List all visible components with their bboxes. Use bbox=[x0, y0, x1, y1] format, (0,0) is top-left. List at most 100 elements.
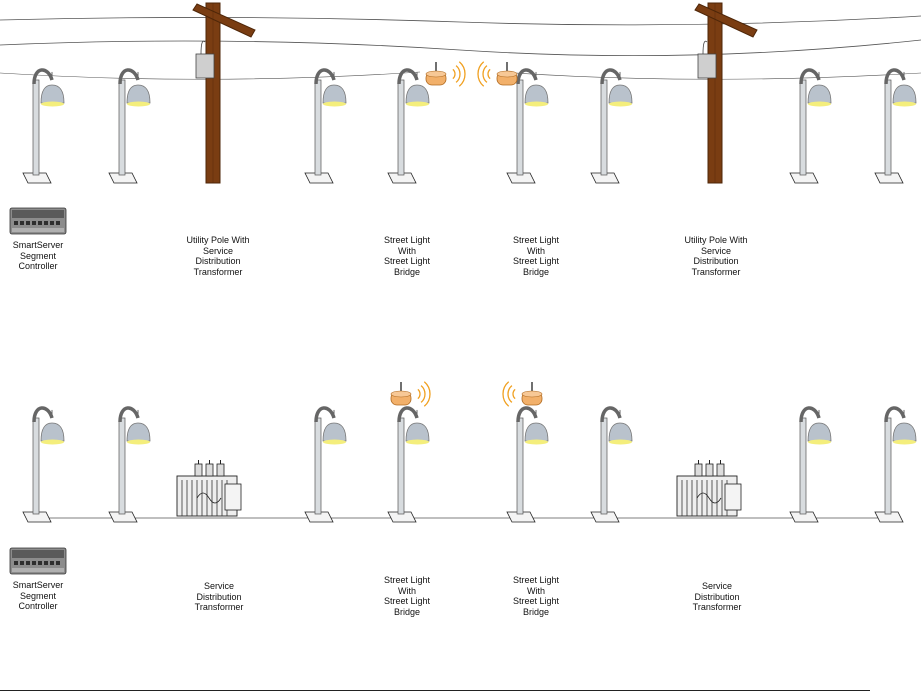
controller-port bbox=[50, 221, 54, 225]
rf-wave bbox=[512, 388, 516, 400]
lamp-arm bbox=[397, 68, 419, 85]
pole-transformer bbox=[195, 53, 215, 79]
lamp-head bbox=[405, 422, 430, 442]
label-line: Bridge bbox=[522, 606, 549, 617]
ground-transformer-1 bbox=[176, 460, 242, 517]
street-light-bottom-5 bbox=[506, 406, 549, 523]
transformer-wire bbox=[696, 492, 722, 504]
street-light-top-2 bbox=[108, 68, 151, 184]
lamp-post bbox=[884, 417, 892, 515]
label-line: Street Light bbox=[383, 575, 431, 585]
rf-wave bbox=[482, 65, 488, 83]
street-light-top-7 bbox=[789, 68, 832, 184]
label-line: Transformer bbox=[194, 602, 244, 612]
bottom-transformer-label-1: Service Distribution Transformer bbox=[164, 581, 274, 613]
lamp-head bbox=[608, 84, 633, 104]
lamp-post bbox=[32, 79, 40, 176]
label-line: Distribution bbox=[195, 256, 241, 266]
lamp-head bbox=[892, 84, 917, 104]
service-line bbox=[499, 71, 921, 80]
lamp-glow bbox=[808, 101, 831, 107]
label-line: SmartServer bbox=[12, 240, 64, 250]
label-line: Bridge bbox=[393, 606, 420, 617]
rf-wave bbox=[452, 68, 456, 80]
label-line: Service bbox=[700, 245, 731, 256]
lamp-head bbox=[126, 422, 151, 442]
street-light-top-1 bbox=[22, 68, 65, 184]
lamp-glow bbox=[127, 439, 150, 445]
controller-port bbox=[20, 221, 24, 225]
bridge-bottom-1 bbox=[390, 381, 431, 407]
utility-pole-1 bbox=[192, 2, 256, 184]
bottom-bridge-light-label-1: Street Light With Street Light Bridge bbox=[352, 575, 462, 617]
label-line: Utility Pole With bbox=[186, 235, 250, 245]
lamp-post bbox=[600, 417, 608, 515]
lamp-head bbox=[40, 422, 65, 442]
controller-rail bbox=[12, 568, 64, 572]
bridge-top-2 bbox=[477, 61, 518, 87]
controller-port bbox=[26, 561, 30, 565]
lamp-post bbox=[884, 79, 892, 176]
ground-transformer-2 bbox=[676, 460, 742, 517]
controller-port bbox=[44, 221, 48, 225]
label-line: Street Light bbox=[383, 235, 431, 245]
label-line: Bridge bbox=[522, 266, 549, 277]
bottom-transformer-label-2: Service Distribution Transformer bbox=[662, 581, 772, 613]
lamp-glow bbox=[808, 439, 831, 445]
bottom-controller-label: SmartServer Segment Controller bbox=[0, 580, 93, 612]
controller-bottom bbox=[9, 547, 67, 575]
controller-port bbox=[50, 561, 54, 565]
label-line: Service bbox=[202, 245, 233, 256]
controller-port bbox=[26, 221, 30, 225]
label-line: With bbox=[527, 585, 545, 596]
street-light-top-5 bbox=[506, 68, 549, 184]
controller-port bbox=[14, 221, 18, 225]
pole-crossarm bbox=[192, 3, 256, 38]
label-line: Street Light bbox=[512, 235, 560, 245]
lamp-arm bbox=[884, 406, 906, 423]
street-light-bottom-3 bbox=[304, 406, 347, 523]
lamp-arm bbox=[314, 406, 336, 423]
lamp-post bbox=[314, 79, 322, 176]
label-line: Bridge bbox=[393, 266, 420, 277]
lamp-post bbox=[799, 417, 807, 515]
lamp-glow bbox=[41, 101, 64, 107]
top-bridge-light-label-1: Street Light With Street Light Bridge bbox=[352, 235, 462, 277]
street-light-top-8 bbox=[874, 68, 917, 184]
bridge-top bbox=[521, 390, 543, 398]
top-utility-pole-label-2: Utility Pole With Service Distribution T… bbox=[661, 235, 771, 277]
transformer-bushing bbox=[205, 463, 214, 477]
lamp-glow bbox=[323, 101, 346, 107]
lamp-post bbox=[600, 79, 608, 176]
lamp-arm bbox=[32, 406, 54, 423]
controller-port bbox=[56, 221, 60, 225]
lamp-glow bbox=[609, 101, 632, 107]
lamp-head bbox=[807, 84, 832, 104]
lamp-head bbox=[892, 422, 917, 442]
lamp-arm bbox=[600, 406, 622, 423]
controller-port bbox=[20, 561, 24, 565]
lamp-post bbox=[397, 417, 405, 515]
label-line: With bbox=[398, 585, 416, 596]
transformer-bushing bbox=[216, 463, 225, 477]
lamp-arm bbox=[118, 406, 140, 423]
label-line: Street Light bbox=[512, 256, 560, 266]
street-light-bottom-6 bbox=[590, 406, 633, 523]
label-line: Transformer bbox=[692, 602, 742, 612]
bridge-bottom-2 bbox=[502, 381, 543, 407]
controller-port bbox=[32, 221, 36, 225]
lamp-head bbox=[322, 422, 347, 442]
lamp-head bbox=[807, 422, 832, 442]
lamp-arm bbox=[884, 68, 906, 85]
controller-port bbox=[44, 561, 48, 565]
transformer-lead bbox=[702, 40, 708, 55]
controller-port bbox=[38, 221, 42, 225]
lamp-head bbox=[608, 422, 633, 442]
lamp-post bbox=[32, 417, 40, 515]
rf-wave bbox=[455, 65, 461, 83]
label-line: Service bbox=[701, 581, 732, 591]
lamp-arm bbox=[118, 68, 140, 85]
label-line: Service bbox=[203, 581, 234, 591]
street-light-bottom-2 bbox=[108, 406, 151, 523]
